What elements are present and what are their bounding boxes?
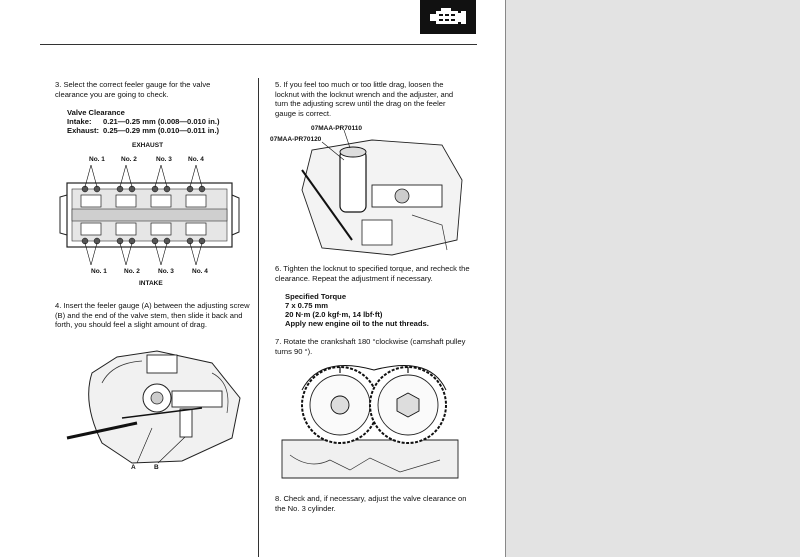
intake-no-4: No. 4 (192, 268, 208, 275)
torque-heading: Specified Torque (285, 292, 347, 301)
torque-line-1: 7 x 0.75 mm (285, 301, 329, 310)
exhaust-label: Exhaust: (67, 126, 100, 135)
step-7-text: 7. Rotate the crankshaft 180 °clockwise … (275, 337, 466, 356)
step-5-text: 5. If you feel too much or too little dr… (275, 80, 454, 118)
step-4-text: 4. Insert the feeler gauge (A) between t… (55, 301, 250, 330)
torque-line-2: 20 N·m (2.0 kgf·m, 14 lbf·ft) (285, 310, 383, 319)
exhaust-no-4: No. 4 (188, 156, 204, 163)
exhaust-no-2: No. 2 (121, 156, 137, 163)
label-a: A (131, 464, 136, 471)
viewer-background (506, 0, 800, 557)
manual-page: 3. Select the correct feeler gauge for t… (40, 0, 506, 557)
valve-layout-figure (59, 165, 240, 265)
intake-label-fig: INTAKE (139, 280, 163, 287)
camshaft-pulley-figure (281, 365, 459, 479)
valve-clearance-heading: Valve Clearance (67, 108, 125, 117)
tool-label-2: 07MAA-PR70120 (270, 136, 322, 143)
intake-label: Intake: (67, 117, 92, 126)
step-8-text: 8. Check and, if necessary, adjust the v… (275, 494, 467, 513)
intake-value: 0.21—0.25 mm (0.008—0.010 in.) (103, 117, 220, 126)
header-rule (40, 44, 477, 45)
intake-no-1: No. 1 (91, 268, 107, 275)
tool-label-1: 07MAA-PR70110 (311, 125, 362, 132)
torque-line-3: Apply new engine oil to the nut threads. (285, 319, 429, 328)
exhaust-no-3: No. 3 (156, 156, 172, 163)
locknut-wrench-figure (301, 130, 463, 256)
column-divider (258, 78, 259, 557)
step-6-text: 6. Tighten the locknut to specified torq… (275, 264, 470, 283)
step-3-text: 3. Select the correct feeler gauge for t… (55, 80, 211, 99)
engine-icon (420, 0, 476, 34)
exhaust-label-fig: EXHAUST (132, 142, 164, 149)
exhaust-no-1: No. 1 (89, 156, 105, 163)
feeler-gauge-figure (66, 350, 241, 464)
exhaust-value: 0.25—0.29 mm (0.010—0.011 in.) (103, 126, 220, 135)
intake-no-3: No. 3 (158, 268, 174, 275)
label-b: B (154, 464, 159, 471)
intake-no-2: No. 2 (124, 268, 140, 275)
